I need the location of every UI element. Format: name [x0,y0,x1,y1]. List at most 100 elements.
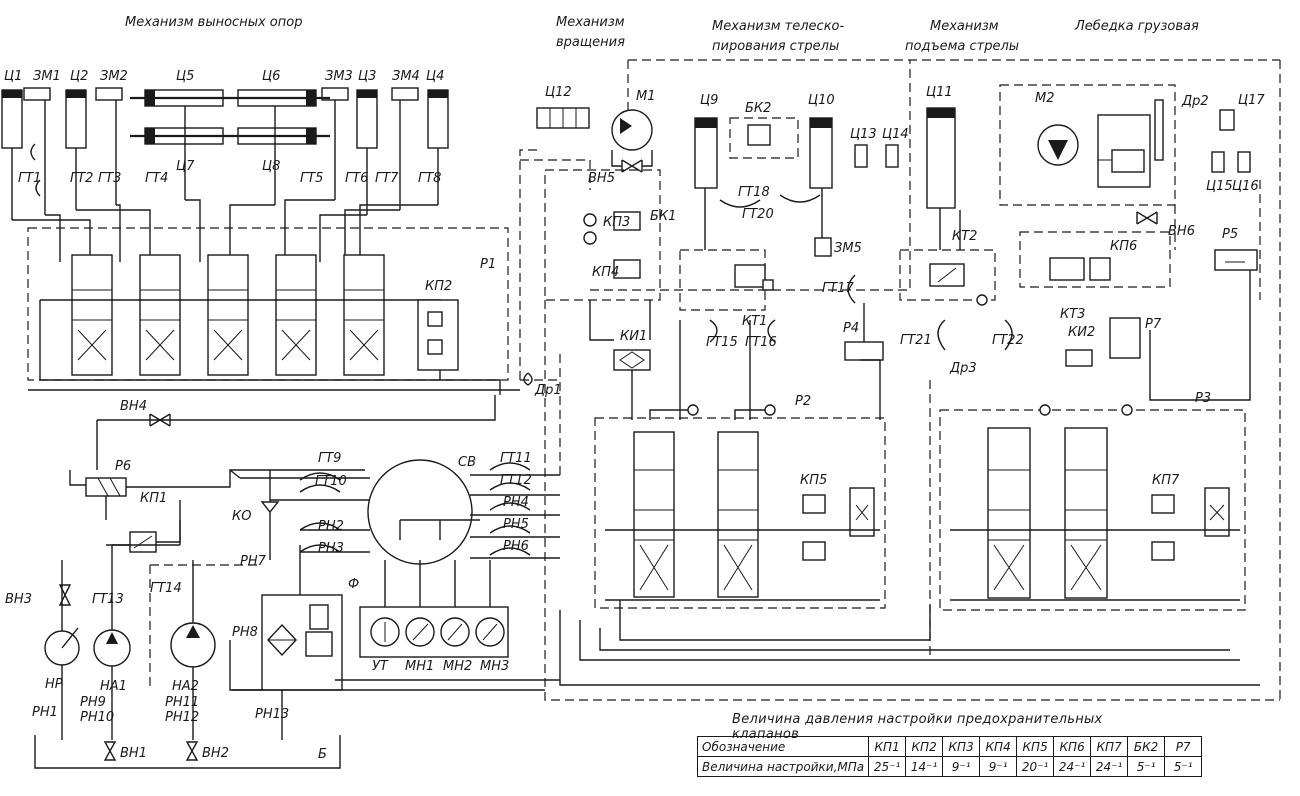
svg-text:Ф: Ф [348,577,359,592]
table-cell: КП1 [868,736,907,757]
svg-text:ВН6: ВН6 [1168,224,1195,239]
svg-text:РН11: РН11 [165,695,199,710]
table-cell: 5⁻¹ [1127,756,1166,777]
table-cell: 9⁻¹ [942,756,981,777]
header-telescoping-2: пирования стрелы [712,39,839,54]
swivel-joint: СВ ГТ9 ГТ10 РН2 РН3 ГТ11 ГТ12 РН4 РН5 РН… [229,350,561,565]
svg-text:Ц4: Ц4 [426,69,444,84]
svg-text:Др3: Др3 [949,361,977,376]
table-cell: КП3 [942,736,981,757]
svg-text:КП2: КП2 [425,279,452,294]
table-cell: КП6 [1053,736,1092,757]
svg-text:ЗМ2: ЗМ2 [100,69,128,84]
svg-text:ГТ18: ГТ18 [738,185,770,200]
svg-text:ВН1: ВН1 [120,746,147,761]
svg-text:Ц3: Ц3 [358,69,376,84]
svg-text:БК1: БК1 [650,209,676,224]
svg-text:КТ2: КТ2 [952,229,977,244]
svg-text:ГТ6: ГТ6 [345,171,368,186]
svg-text:ГТ21: ГТ21 [900,333,932,348]
svg-text:Ц11: Ц11 [926,85,953,100]
table-cell: КП4 [979,736,1018,757]
svg-text:КП1: КП1 [140,491,167,506]
svg-text:Р1: Р1 [480,257,496,272]
telescoping-mechanism: Ц9 Ц10 БК2 ГТ18 ГТ20 КТ1 ГТ15 ГТ16 ЗМ5 Ц… [679,93,909,361]
svg-text:УТ: УТ [372,659,389,674]
svg-text:ГТ14: ГТ14 [150,581,182,596]
svg-text:КТ1: КТ1 [742,314,767,329]
svg-text:ГТ4: ГТ4 [145,171,168,186]
svg-text:ГТ10: ГТ10 [315,474,347,489]
svg-text:НА2: НА2 [172,679,199,694]
svg-text:Р5: Р5 [1222,227,1238,242]
svg-text:КП6: КП6 [1110,239,1137,254]
system-lines: Др1 [232,59,1280,701]
svg-text:ЗМ4: ЗМ4 [392,69,420,84]
svg-text:ГТ11: ГТ11 [500,451,532,466]
row-header-setting: Величина настройки,МПа [696,756,870,777]
bh4-line: ВН4 [96,395,496,470]
svg-text:Ц13: Ц13 [850,127,877,142]
svg-text:М2: М2 [1035,91,1055,106]
svg-text:КТ3: КТ3 [1060,307,1085,322]
svg-text:Р6: Р6 [115,459,131,474]
svg-text:ВН3: ВН3 [5,592,32,607]
svg-text:ГТ1: ГТ1 [18,171,41,186]
svg-text:ГТ7: ГТ7 [375,171,399,186]
outrigger-labels: Ц1 ЗМ1 Ц2 ЗМ2 Ц5 Ц6 Ц7 Ц8 ЗМ3 Ц3 ЗМ4 Ц4 … [4,69,444,186]
svg-text:ГТ3: ГТ3 [98,171,121,186]
svg-text:ГТ17: ГТ17 [822,281,854,296]
svg-text:Р3: Р3 [1195,391,1211,406]
svg-text:Р4: Р4 [843,321,859,336]
svg-text:ВН2: ВН2 [202,746,229,761]
svg-text:ГТ5: ГТ5 [300,171,323,186]
svg-text:КП5: КП5 [800,473,827,488]
svg-text:Ц5: Ц5 [176,69,194,84]
rotation-mechanism: Ц12 М1 ВН5 КП3 КП4 БК1 КИ1 [520,85,676,420]
pump-section: Р6 КП1 ВН3 НР НА1 ГТ13 НА2 ГТ14 РН1 РН9 … [5,459,365,769]
svg-text:ЗМ5: ЗМ5 [834,241,862,256]
svg-text:БК2: БК2 [745,101,771,116]
svg-text:ГТ16: ГТ16 [745,335,777,350]
header-telescoping-1: Механизм телеско- [712,19,845,34]
table-cell: 24⁻¹ [1053,756,1092,777]
svg-text:Р2: Р2 [795,394,811,409]
svg-text:РН5: РН5 [503,517,529,532]
distributor-p2: КП5 Р2 [594,394,886,609]
svg-text:РН4: РН4 [503,495,529,510]
table-cell: 20⁻¹ [1016,756,1055,777]
svg-text:КП4: КП4 [592,265,619,280]
svg-text:РН7: РН7 [240,554,267,569]
svg-text:Ц14: Ц14 [882,127,909,142]
pressure-settings-table: Обозначение КП1 КП2 КП3 КП4 КП5 КП6 КП7 … [696,736,1203,777]
svg-text:МН1: МН1 [405,659,434,674]
table-cell: КП7 [1090,736,1129,757]
svg-text:Ц10: Ц10 [808,93,835,108]
header-winch: Лебедка грузовая [1074,19,1199,34]
table-cell: 5⁻¹ [1164,756,1203,777]
svg-text:ГТ9: ГТ9 [318,451,341,466]
svg-text:ЗМ3: ЗМ3 [325,69,353,84]
distributor-p3: КП7 Р3 [939,391,1246,611]
svg-text:КО: КО [232,509,251,524]
table-cell: Р7 [1164,736,1203,757]
svg-text:ГТ22: ГТ22 [992,333,1024,348]
svg-text:ЗМ1: ЗМ1 [33,69,61,84]
distributor-p1: Р1 КП2 [27,227,520,395]
svg-text:ГТ12: ГТ12 [500,473,532,488]
outrigger-hoses [11,100,439,262]
boom-lift-mechanism: Ц11 КТ2 ГТ21 ГТ22 Др3 [899,85,1024,376]
svg-text:РН3: РН3 [318,541,344,556]
svg-text:Ц16: Ц16 [1232,179,1259,194]
table-cell: 24⁻¹ [1090,756,1129,777]
svg-text:Р7: Р7 [1145,317,1162,332]
svg-text:ГТ2: ГТ2 [70,171,93,186]
table-cell: КП2 [905,736,944,757]
svg-text:РН6: РН6 [503,539,529,554]
svg-text:РН2: РН2 [318,519,344,534]
svg-text:Ц8: Ц8 [262,159,280,174]
table-row: Величина настройки,МПа 25⁻¹ 14⁻¹ 9⁻¹ 9⁻¹… [696,756,1203,777]
svg-text:Ц9: Ц9 [700,93,718,108]
svg-text:РН9: РН9 [80,695,106,710]
